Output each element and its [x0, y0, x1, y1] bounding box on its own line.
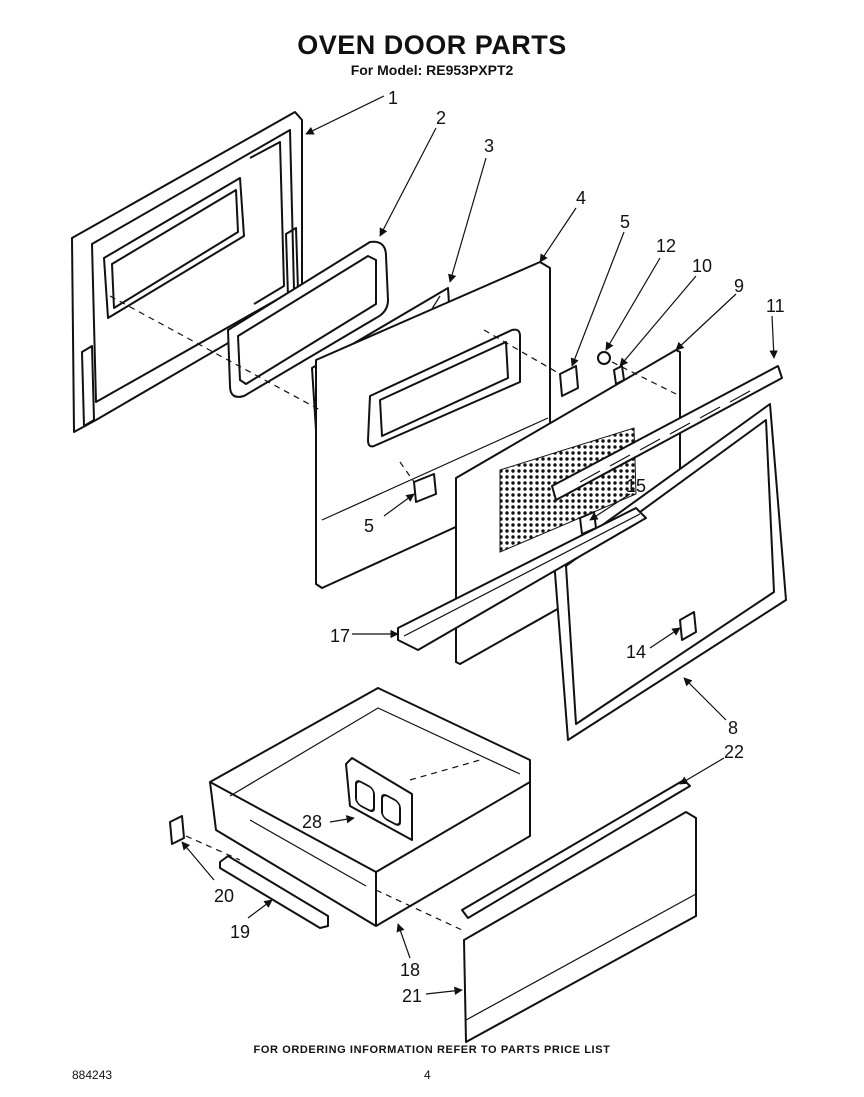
drawer-rail: [219, 855, 329, 929]
callout-2: 2: [436, 108, 446, 128]
drawer-divider: [345, 757, 413, 841]
callout-11: 11: [766, 296, 785, 316]
vent-trim: [551, 365, 783, 501]
clip-14: [679, 611, 697, 641]
callout-3: 3: [484, 136, 494, 156]
hinge-bracket-lower: [413, 473, 437, 503]
drawer-front-panel: [463, 811, 697, 1043]
hinge-bracket-upper: [559, 365, 579, 397]
callout-14: 14: [626, 642, 646, 662]
door-gasket: [227, 240, 389, 398]
ordering-note: FOR ORDERING INFORMATION REFER TO PARTS …: [253, 1044, 611, 1056]
clip-20: [169, 815, 185, 845]
document-number: 884243: [72, 1068, 113, 1082]
callout-10: 10: [692, 256, 712, 276]
callout-12: 12: [656, 236, 676, 256]
outer-door-panel: [71, 111, 303, 433]
door-frame: [553, 403, 787, 741]
callout-5-lower: 5: [364, 516, 374, 536]
leader-lines: [181, 95, 778, 996]
callout-18: 18: [400, 960, 420, 980]
callout-19: 19: [230, 922, 250, 942]
fastener-12: [597, 351, 611, 365]
assembly-lines: [109, 295, 677, 931]
callout-20: 20: [214, 886, 234, 906]
page-title: OVEN DOOR PARTS: [297, 30, 567, 60]
callout-17: 17: [330, 626, 350, 646]
callout-28: 28: [302, 812, 322, 832]
callout-8: 8: [728, 718, 738, 738]
model-subtitle: For Model: RE953PXPT2: [350, 62, 514, 78]
callout-4: 4: [576, 188, 586, 208]
callout-21: 21: [402, 986, 422, 1006]
callout-22: 22: [724, 742, 744, 762]
page-number: 4: [424, 1068, 431, 1082]
callout-9: 9: [734, 276, 744, 296]
callout-labels: 1 2 3 4 5 12 10 9 11 5 15 17 14 8 22 28 …: [214, 88, 785, 1006]
drawer-trim-strip: [461, 779, 691, 919]
callout-5-upper: 5: [620, 212, 630, 232]
callout-1: 1: [388, 88, 398, 108]
callout-15: 15: [626, 476, 646, 496]
